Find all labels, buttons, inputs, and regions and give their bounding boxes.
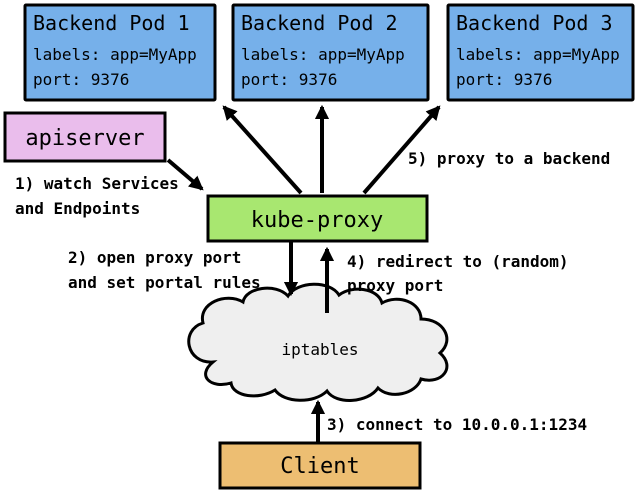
client-label: Client xyxy=(280,454,359,479)
backend-pod-2-title: Backend Pod 2 xyxy=(241,11,398,35)
backend-pod-3-box xyxy=(446,3,635,102)
arrow-kube-proxy-to-pod3 xyxy=(362,105,441,195)
client-node: Client xyxy=(218,441,422,490)
backend-pod-1-port: port: 9376 xyxy=(33,70,129,89)
annotation-step1-line1: 1) watch Services xyxy=(15,174,179,193)
annotation-step2-line1: 2) open proxy port xyxy=(68,248,241,267)
annotation-step4-line2: proxy port xyxy=(347,276,443,295)
annotation-step4-line1: 4) redirect to (random) xyxy=(347,252,569,271)
backend-pod-1-box xyxy=(23,3,217,102)
iptables-node: iptables xyxy=(187,282,449,402)
apiserver-box xyxy=(3,111,167,163)
iptables-label: iptables xyxy=(281,340,358,359)
annotation-step3-line1: 3) connect to 10.0.0.1:1234 xyxy=(327,415,587,434)
arrow-apiserver-to-kube-proxy xyxy=(166,158,204,191)
annotation-step1-line2: and Endpoints xyxy=(15,199,140,218)
backend-pod-1-labels: labels: app=MyApp xyxy=(33,45,197,64)
annotation-step2-line2: and set portal rules xyxy=(68,273,261,292)
annotation-step5-line1: 5) proxy to a backend xyxy=(408,149,610,168)
backend-pod-1: Backend Pod 1 labels: app=MyApp port: 93… xyxy=(23,3,217,102)
client-box xyxy=(218,441,422,490)
backend-pod-1-title: Backend Pod 1 xyxy=(33,11,190,35)
kube-proxy-box xyxy=(206,194,429,243)
kube-proxy-node: kube-proxy xyxy=(206,194,429,243)
backend-pod-2-labels: labels: app=MyApp xyxy=(241,45,405,64)
backend-pod-3-title: Backend Pod 3 xyxy=(456,11,613,35)
backend-pod-3-port: port: 9376 xyxy=(456,70,552,89)
kube-proxy-label: kube-proxy xyxy=(251,208,383,233)
apiserver-node: apiserver xyxy=(3,111,167,163)
arrow-kube-proxy-to-pod1 xyxy=(222,105,303,195)
backend-pod-2-box xyxy=(231,3,430,102)
iptables-cloud-shape xyxy=(187,282,449,402)
backend-pod-2: Backend Pod 2 labels: app=MyApp port: 93… xyxy=(231,3,430,102)
backend-pod-3: Backend Pod 3 labels: app=MyApp port: 93… xyxy=(446,3,635,102)
backend-pod-3-labels: labels: app=MyApp xyxy=(456,45,620,64)
backend-pod-2-port: port: 9376 xyxy=(241,70,337,89)
apiserver-label: apiserver xyxy=(25,126,144,151)
